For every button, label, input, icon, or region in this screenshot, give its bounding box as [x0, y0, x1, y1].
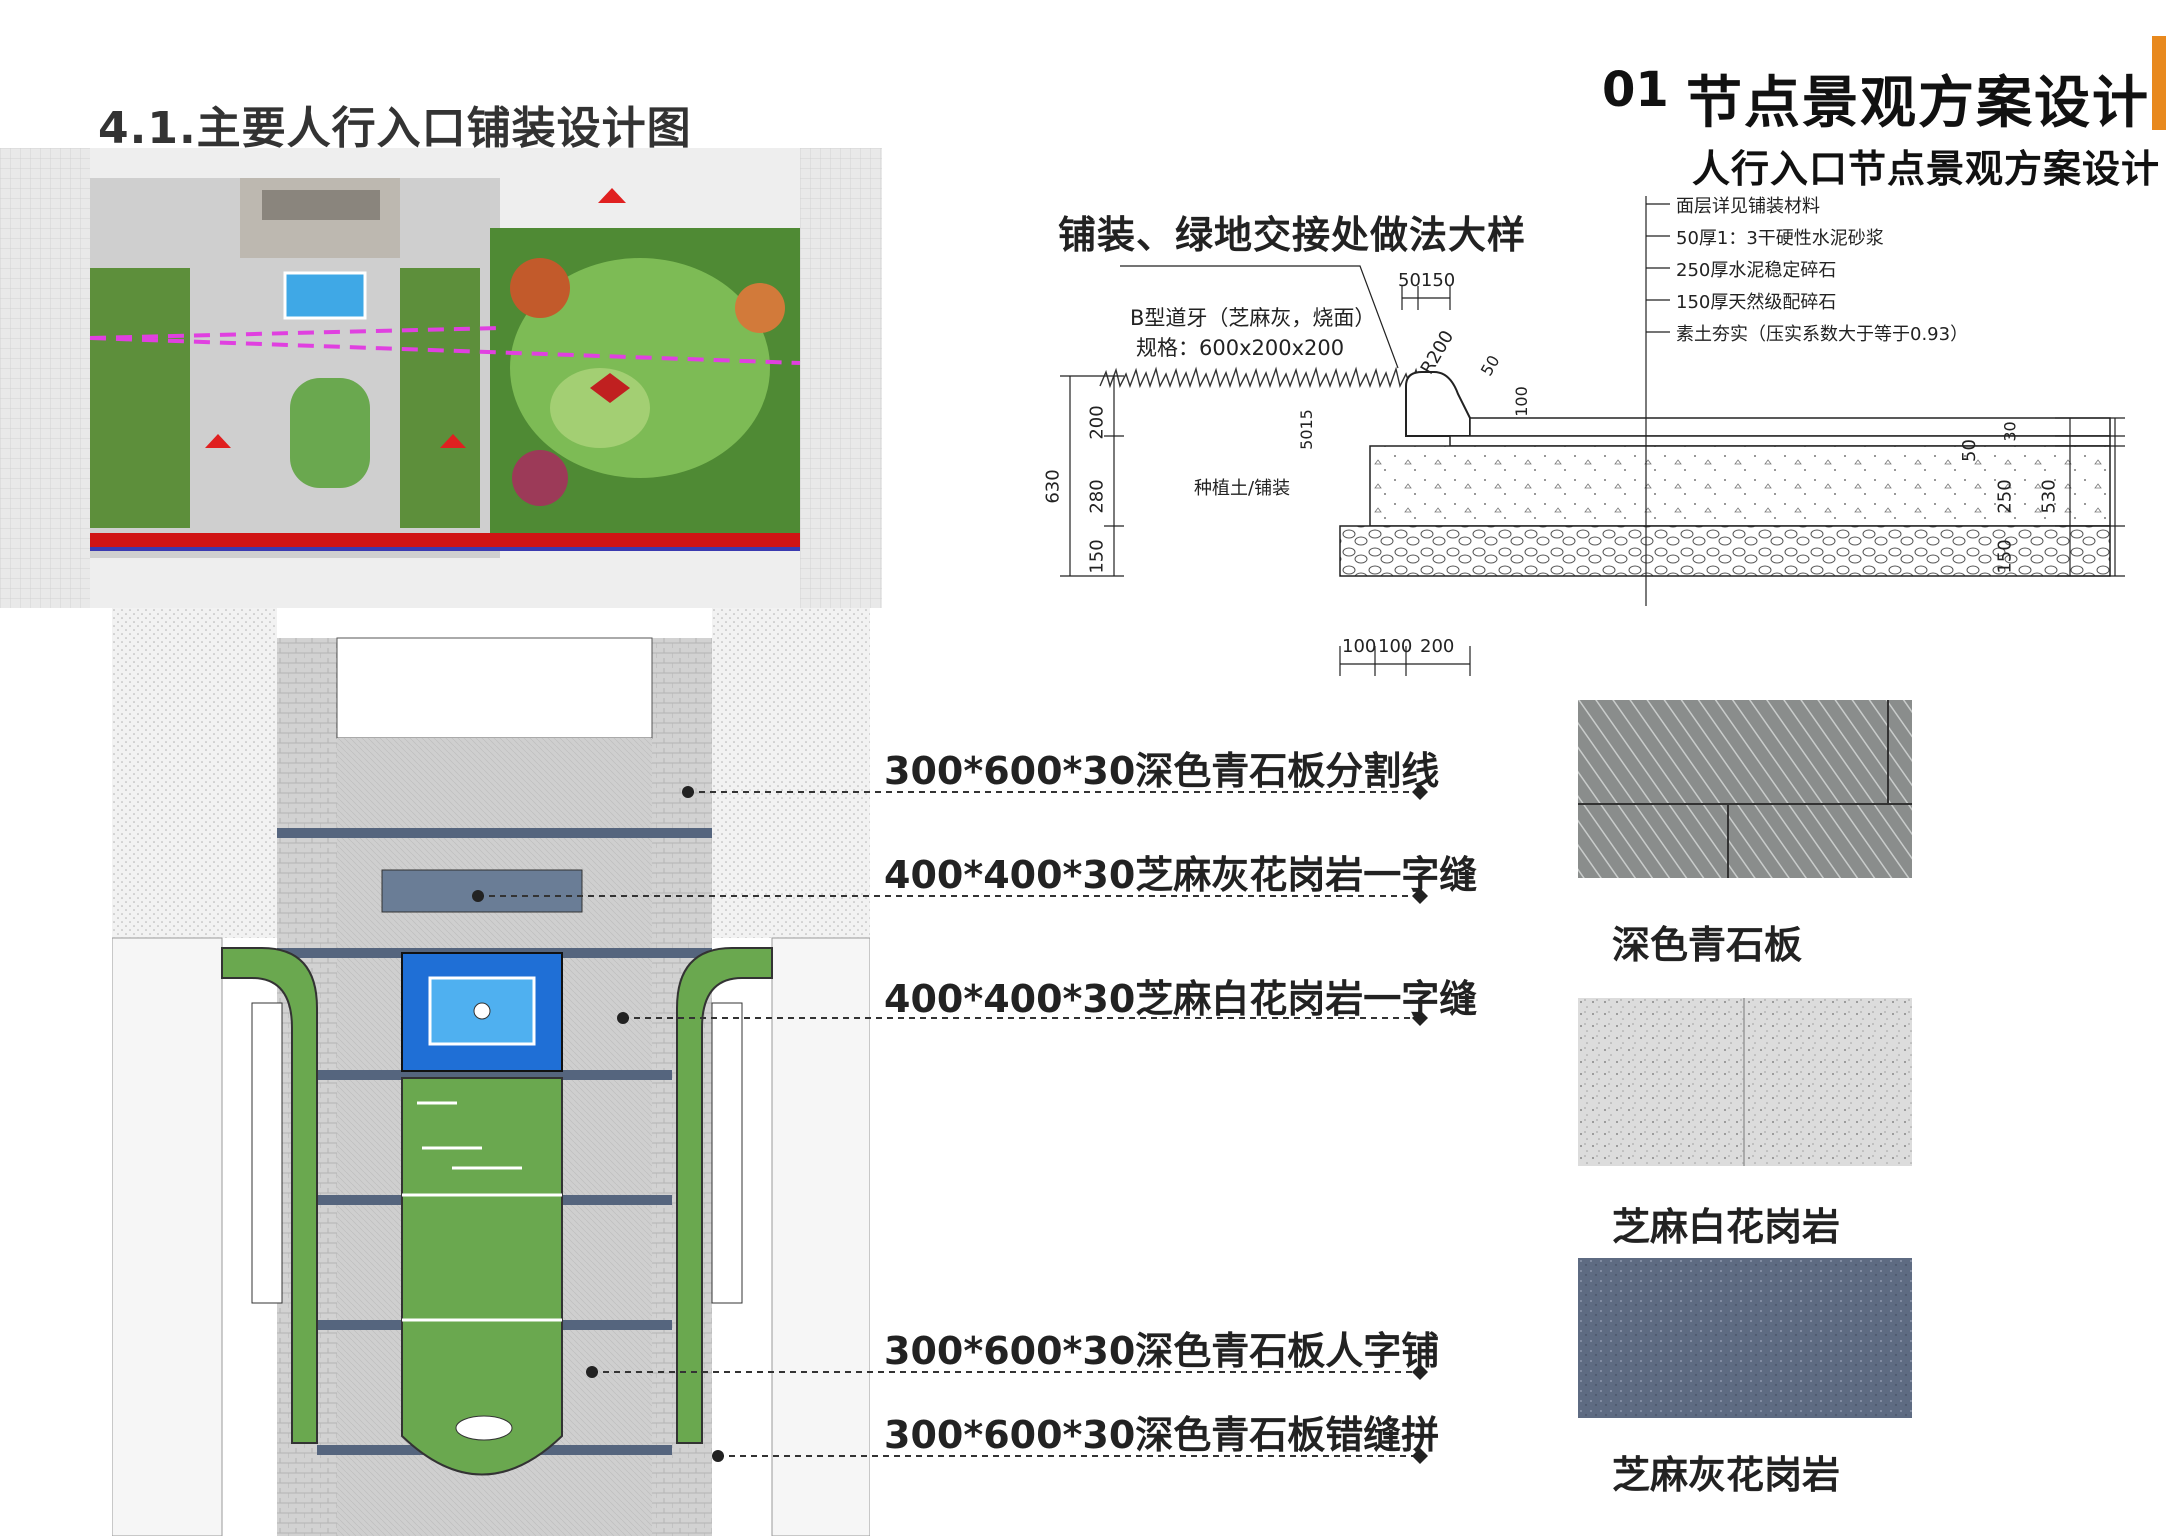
section-detail — [1060, 196, 2125, 676]
soil-label: 种植土/铺装 — [1194, 478, 1291, 499]
dim-top-spacing: 50150 — [1398, 270, 1456, 291]
dim-step-b: 100 — [1511, 386, 1531, 417]
curb-note-line1: B型道牙（芝麻灰，烧面） — [1130, 306, 1376, 330]
dim-curb: 5015 — [1296, 409, 1316, 450]
swatch-label-white-granite: 芝麻白花岗岩 — [1612, 1205, 1841, 1249]
section-number: 01 — [1602, 62, 1669, 118]
section-subtitle: 人行入口节点景观方案设计 — [1692, 147, 2161, 191]
site-plan-render — [0, 148, 882, 608]
accent-bar — [2152, 36, 2166, 130]
dim-bottom-200: 200 — [1420, 636, 1455, 657]
dim-right-50: 50 — [1958, 439, 1980, 462]
swatch-label-dark-stone: 深色青石板 — [1612, 923, 1803, 967]
callout-grey-granite: 400*400*30芝麻灰花岗岩一字缝 — [884, 853, 1478, 897]
callout-staggered: 300*600*30深色青石板错缝拼 — [884, 1413, 1440, 1457]
callout-white-granite: 400*400*30芝麻白花岗岩一字缝 — [884, 977, 1478, 1021]
swatch-dark-stone — [1578, 700, 1912, 878]
dim-right-150: 150 — [1994, 539, 2016, 574]
callout-herringbone: 300*600*30深色青石板人字铺 — [884, 1329, 1440, 1373]
dim-bottom-100b: 100 — [1378, 636, 1413, 657]
swatch-white-granite — [1578, 998, 1912, 1166]
dim-left-200: 200 — [1086, 405, 1108, 440]
swatch-label-grey-granite: 芝麻灰花岗岩 — [1612, 1453, 1841, 1497]
dim-bottom-100a: 100 — [1342, 636, 1377, 657]
detail-title: 铺装、绿地交接处做法大样 — [1058, 213, 1527, 257]
layer-5: 素土夯实（压实系数大于等于0.93） — [1676, 324, 1969, 345]
page-title: 4.1.主要人行入口铺装设计图 — [98, 103, 692, 154]
section-title: 节点景观方案设计 — [1686, 71, 2150, 136]
dim-left-total: 630 — [1042, 469, 1064, 504]
dim-left-280: 280 — [1086, 479, 1108, 514]
dim-left-150: 150 — [1086, 539, 1108, 574]
dim-right-30: 30 — [2000, 421, 2020, 442]
swatch-grey-granite — [1578, 1258, 1912, 1418]
callout-dark-stone-divider: 300*600*30深色青石板分割线 — [884, 749, 1440, 793]
layer-3: 250厚水泥稳定碎石 — [1676, 260, 1837, 281]
paving-plan — [112, 608, 870, 1536]
dim-right-total: 530 — [2038, 479, 2060, 514]
curb-note-line2: 规格：600x200x200 — [1136, 336, 1345, 360]
layer-4: 150厚天然级配碎石 — [1676, 292, 1837, 313]
layer-2: 50厚1：3干硬性水泥砂浆 — [1676, 228, 1884, 249]
dim-right-250: 250 — [1994, 479, 2016, 514]
layer-1: 面层详见铺装材料 — [1676, 196, 1820, 217]
